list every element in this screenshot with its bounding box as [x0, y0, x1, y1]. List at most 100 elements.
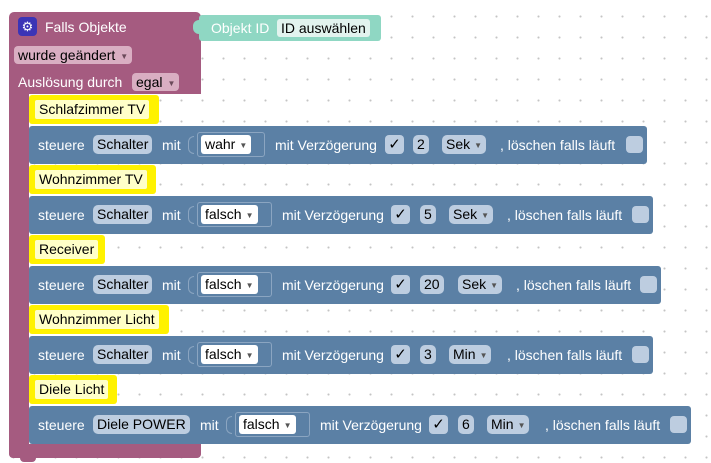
- value-socket: [188, 206, 194, 224]
- delay-label: mit Verzögerung: [282, 277, 384, 293]
- control-block[interactable]: steuere Schalter mit wahr▼ mit Verzögeru…: [29, 126, 647, 164]
- steuere-label: steuere: [38, 137, 85, 153]
- delay-value-input[interactable]: 5: [420, 205, 436, 224]
- clear-label: , löschen falls läuft: [507, 207, 623, 223]
- clear-checkbox[interactable]: [640, 276, 657, 293]
- delay-value-input[interactable]: 2: [413, 135, 429, 154]
- delay-label: mit Verzögerung: [282, 207, 384, 223]
- object-id-select[interactable]: ID auswählen: [277, 19, 370, 37]
- delay-label: mit Verzögerung: [275, 137, 377, 153]
- comment-block[interactable]: Receiver: [29, 235, 105, 264]
- object-id-connector: [193, 20, 201, 34]
- unit-dropdown[interactable]: Sek▼: [442, 135, 487, 154]
- trigger-title: Falls Objekte: [45, 19, 127, 35]
- control-block[interactable]: steuere Schalter mit falsch▼ mit Verzöge…: [29, 336, 653, 374]
- value-dropdown[interactable]: falsch▼: [201, 345, 258, 364]
- chevron-down-icon: ▼: [120, 52, 129, 61]
- unit-dropdown[interactable]: Sek▼: [458, 275, 503, 294]
- unit-text: Sek: [462, 276, 487, 292]
- trigger-block-arm: [9, 94, 29, 444]
- delay-value-input[interactable]: 20: [420, 275, 444, 294]
- delay-value-input[interactable]: 6: [458, 415, 474, 434]
- object-select[interactable]: Schalter: [93, 135, 153, 154]
- change-type-value: wurde geändert: [18, 47, 116, 63]
- value-dropdown[interactable]: falsch▼: [201, 205, 258, 224]
- gear-icon[interactable]: ⚙: [18, 17, 37, 36]
- value-dropdown[interactable]: wahr▼: [201, 135, 252, 154]
- value-text: falsch: [205, 206, 242, 222]
- clear-label: , löschen falls läuft: [500, 137, 616, 153]
- mit-label: mit: [162, 207, 181, 223]
- change-type-dropdown[interactable]: wurde geändert ▼: [14, 46, 133, 64]
- value-text: wahr: [205, 136, 236, 152]
- mit-label: mit: [162, 347, 181, 363]
- comment-block[interactable]: Wohnzimmer Licht: [29, 305, 169, 334]
- value-block[interactable]: [197, 342, 272, 367]
- unit-dropdown[interactable]: Min▼: [449, 345, 492, 364]
- delay-checkbox[interactable]: ✓: [429, 415, 448, 434]
- steuere-label: steuere: [38, 347, 85, 363]
- mit-label: mit: [162, 137, 181, 153]
- object-select[interactable]: Schalter: [93, 275, 153, 294]
- control-block[interactable]: steuere Schalter mit falsch▼ mit Verzöge…: [29, 266, 661, 304]
- comment-text[interactable]: Schlafzimmer TV: [35, 100, 150, 119]
- chevron-down-icon: ▼: [474, 141, 483, 150]
- value-block[interactable]: [235, 412, 310, 437]
- chevron-down-icon: ▼: [245, 281, 254, 290]
- value-dropdown[interactable]: falsch▼: [239, 415, 296, 434]
- comment-block[interactable]: Diele Licht: [29, 375, 117, 404]
- clear-checkbox[interactable]: [632, 206, 649, 223]
- unit-text: Sek: [453, 206, 478, 222]
- control-block[interactable]: steuere Diele POWER mit falsch▼ mit Verz…: [29, 406, 691, 444]
- delay-checkbox[interactable]: ✓: [391, 345, 410, 364]
- value-dropdown[interactable]: falsch▼: [201, 275, 258, 294]
- value-text: falsch: [205, 276, 242, 292]
- chevron-down-icon: ▼: [479, 351, 488, 360]
- object-select[interactable]: Schalter: [93, 345, 153, 364]
- delay-checkbox[interactable]: ✓: [391, 275, 410, 294]
- unit-dropdown[interactable]: Sek▼: [449, 205, 494, 224]
- comment-text[interactable]: Receiver: [35, 240, 99, 259]
- value-block[interactable]: [197, 272, 272, 297]
- trigger-by-value: egal: [136, 74, 163, 90]
- value-text: falsch: [243, 416, 280, 432]
- value-block[interactable]: [197, 132, 265, 157]
- chevron-down-icon: ▼: [481, 211, 490, 220]
- comment-text[interactable]: Diele Licht: [35, 380, 109, 399]
- comment-block[interactable]: Wohnzimmer TV: [29, 165, 156, 194]
- unit-text: Sek: [446, 136, 471, 152]
- trigger-block-notch: [20, 457, 36, 462]
- unit-text: Min: [453, 346, 476, 362]
- steuere-label: steuere: [38, 207, 85, 223]
- clear-label: , löschen falls läuft: [507, 347, 623, 363]
- trigger-block-footer: [9, 444, 201, 458]
- trigger-by-dropdown[interactable]: egal ▼: [132, 73, 180, 91]
- comment-text[interactable]: Wohnzimmer TV: [35, 170, 147, 189]
- steuere-label: steuere: [38, 277, 85, 293]
- clear-checkbox[interactable]: [670, 416, 687, 433]
- delay-checkbox[interactable]: ✓: [391, 205, 410, 224]
- delay-label: mit Verzögerung: [282, 347, 384, 363]
- mit-label: mit: [162, 277, 181, 293]
- value-socket: [188, 346, 194, 364]
- comment-text[interactable]: Wohnzimmer Licht: [35, 310, 159, 329]
- clear-checkbox[interactable]: [632, 346, 649, 363]
- chevron-down-icon: ▼: [283, 421, 292, 430]
- comment-block[interactable]: Schlafzimmer TV: [29, 95, 159, 124]
- chevron-down-icon: ▼: [245, 211, 254, 220]
- chevron-down-icon: ▼: [239, 141, 248, 150]
- chevron-down-icon: ▼: [167, 79, 176, 88]
- object-select[interactable]: Schalter: [93, 205, 153, 224]
- value-text: falsch: [205, 346, 242, 362]
- control-block[interactable]: steuere Schalter mit falsch▼ mit Verzöge…: [29, 196, 653, 234]
- value-block[interactable]: [197, 202, 272, 227]
- chevron-down-icon: ▼: [490, 281, 499, 290]
- object-id-label: Objekt ID: [211, 20, 270, 36]
- delay-checkbox[interactable]: ✓: [385, 135, 404, 154]
- unit-dropdown[interactable]: Min▼: [487, 415, 530, 434]
- object-select[interactable]: Diele POWER: [93, 415, 190, 434]
- delay-label: mit Verzögerung: [320, 417, 422, 433]
- delay-value-input[interactable]: 3: [420, 345, 436, 364]
- clear-checkbox[interactable]: [626, 136, 643, 153]
